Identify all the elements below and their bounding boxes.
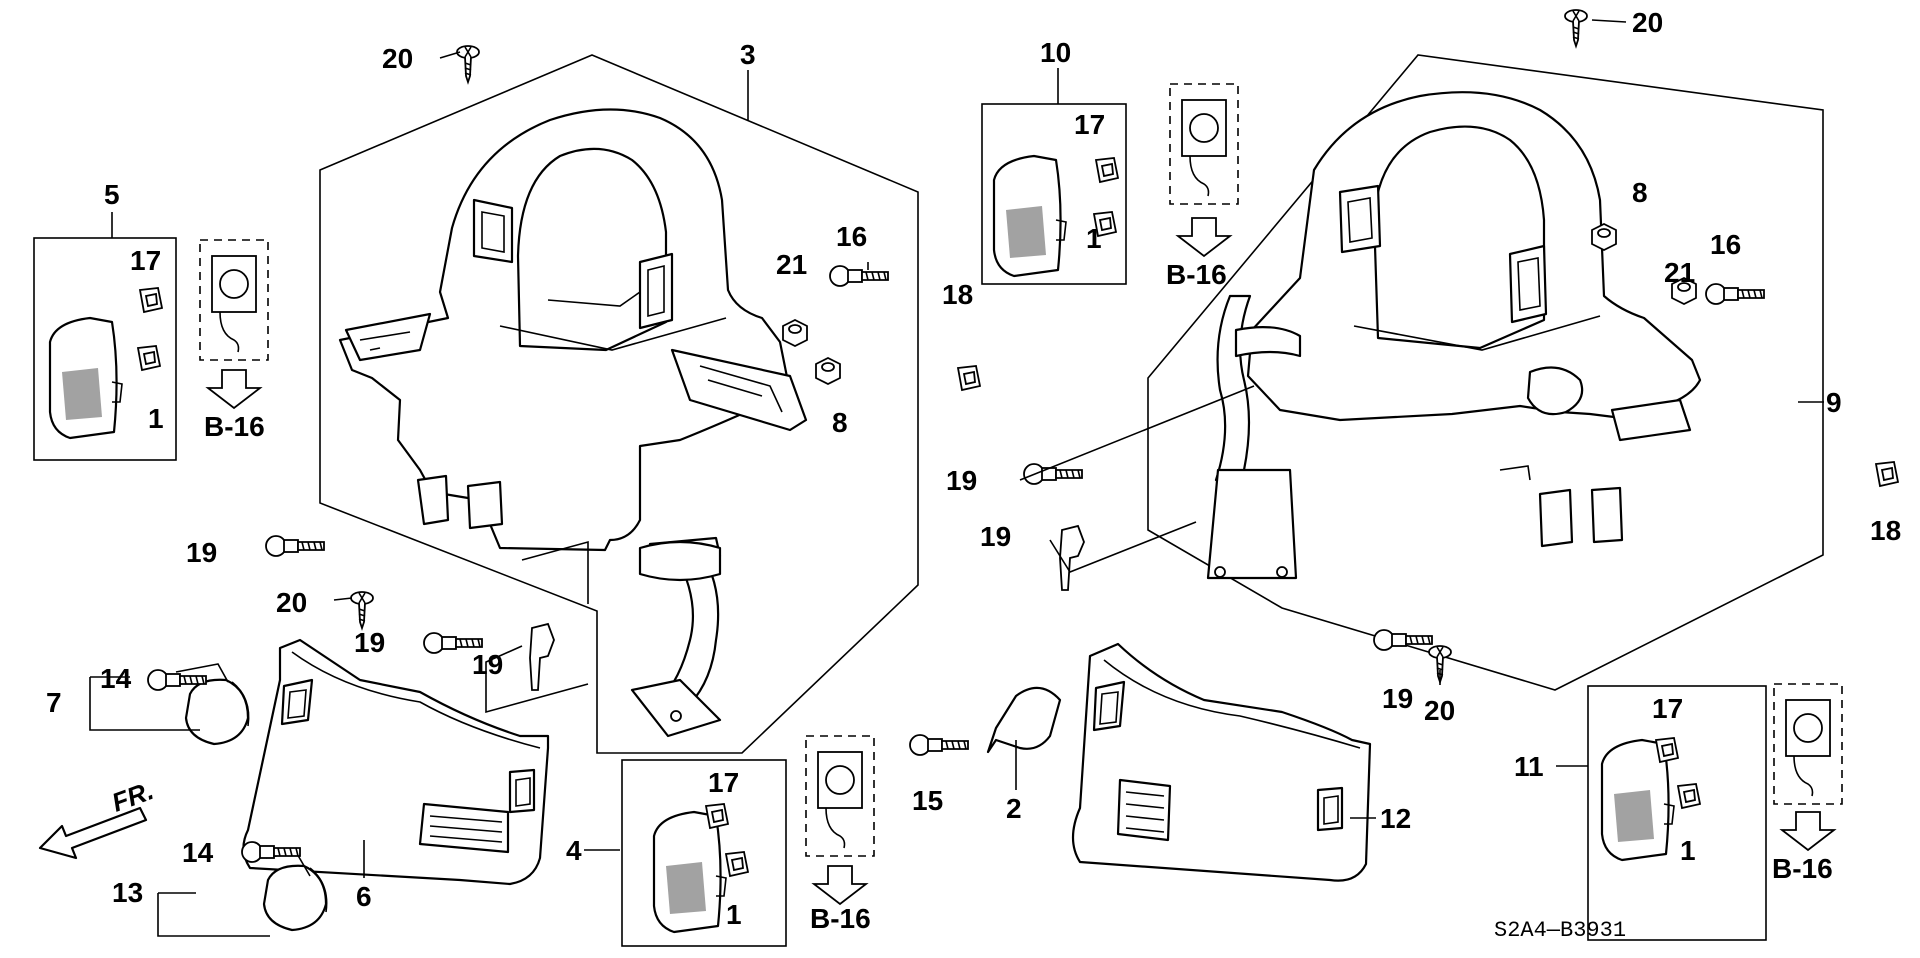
callout-11: 11 [1514,751,1544,782]
callout-15: 15 [912,785,943,816]
reference-label: B-16 [1772,853,1833,884]
callout-20: 20 [382,43,413,74]
callout-1: 1 [1680,835,1696,866]
callout-16: 16 [836,221,867,252]
callout-9: 9 [1826,387,1842,418]
callout-20: 20 [276,587,307,618]
callout-19: 19 [1382,683,1413,714]
fasteners [147,9,1899,863]
rollbar-cover-right [1147,54,1824,691]
callout-14: 14 [182,837,214,868]
rollbar-cover-left [319,54,919,754]
cap-13 [262,864,328,932]
callout-19: 19 [472,649,503,680]
speaker-group-10 [981,83,1239,285]
speaker-group-4 [621,735,875,947]
cap-7 [184,678,250,746]
leader-lines [111,19,1824,878]
callout-16: 16 [1710,229,1741,260]
callout-7: 7 [46,687,62,718]
callouts: 1 1 1 1 2 3 4 5 6 7 8 8 9 10 11 12 13 14… [46,7,1901,930]
callout-6: 6 [356,881,372,912]
callout-19: 19 [186,537,217,568]
reference-label: B-16 [204,411,265,442]
callout-19: 19 [946,465,977,496]
callout-21: 21 [776,249,807,280]
callout-14: 14 [100,663,132,694]
callout-17: 17 [1652,693,1683,724]
callout-18: 18 [1870,515,1901,546]
callout-17: 17 [1074,109,1105,140]
lower-trim-left [242,638,550,886]
callout-17: 17 [130,245,161,276]
reference-label: B-16 [810,903,871,934]
callout-1: 1 [726,899,742,930]
reference-label: B-16 [1166,259,1227,290]
diagram-code: S2A4—B3931 [1494,918,1626,943]
callout-8: 8 [832,407,848,438]
callout-1: 1 [148,403,164,434]
speaker-group-5 [33,237,269,461]
callout-8: 8 [1632,177,1648,208]
front-direction-arrow: FR. [38,775,158,860]
callout-20: 20 [1632,7,1663,38]
callout-13: 13 [112,877,143,908]
callout-4: 4 [566,835,582,866]
callout-12: 12 [1380,803,1411,834]
callout-20: 20 [1424,695,1455,726]
callout-5: 5 [104,179,120,210]
callout-19: 19 [980,521,1011,552]
callout-3: 3 [740,39,756,70]
lower-trim-right [1071,642,1372,882]
callout-18: 18 [942,279,973,310]
front-label: FR. [108,775,158,818]
callout-21: 21 [1664,257,1695,288]
callout-2: 2 [1006,793,1022,824]
callout-17: 17 [708,767,739,798]
callout-1: 1 [1086,223,1102,254]
callout-10: 10 [1040,37,1071,68]
speaker-group-11 [1587,683,1843,941]
callout-19: 19 [354,627,385,658]
